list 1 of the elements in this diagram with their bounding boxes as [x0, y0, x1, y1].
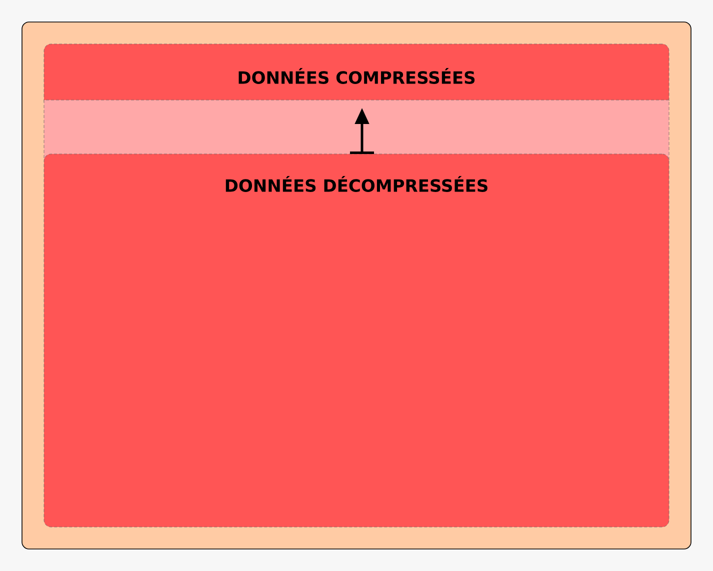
data-box: DONNÉES DÉCOMPRESSÉES: [44, 154, 670, 528]
